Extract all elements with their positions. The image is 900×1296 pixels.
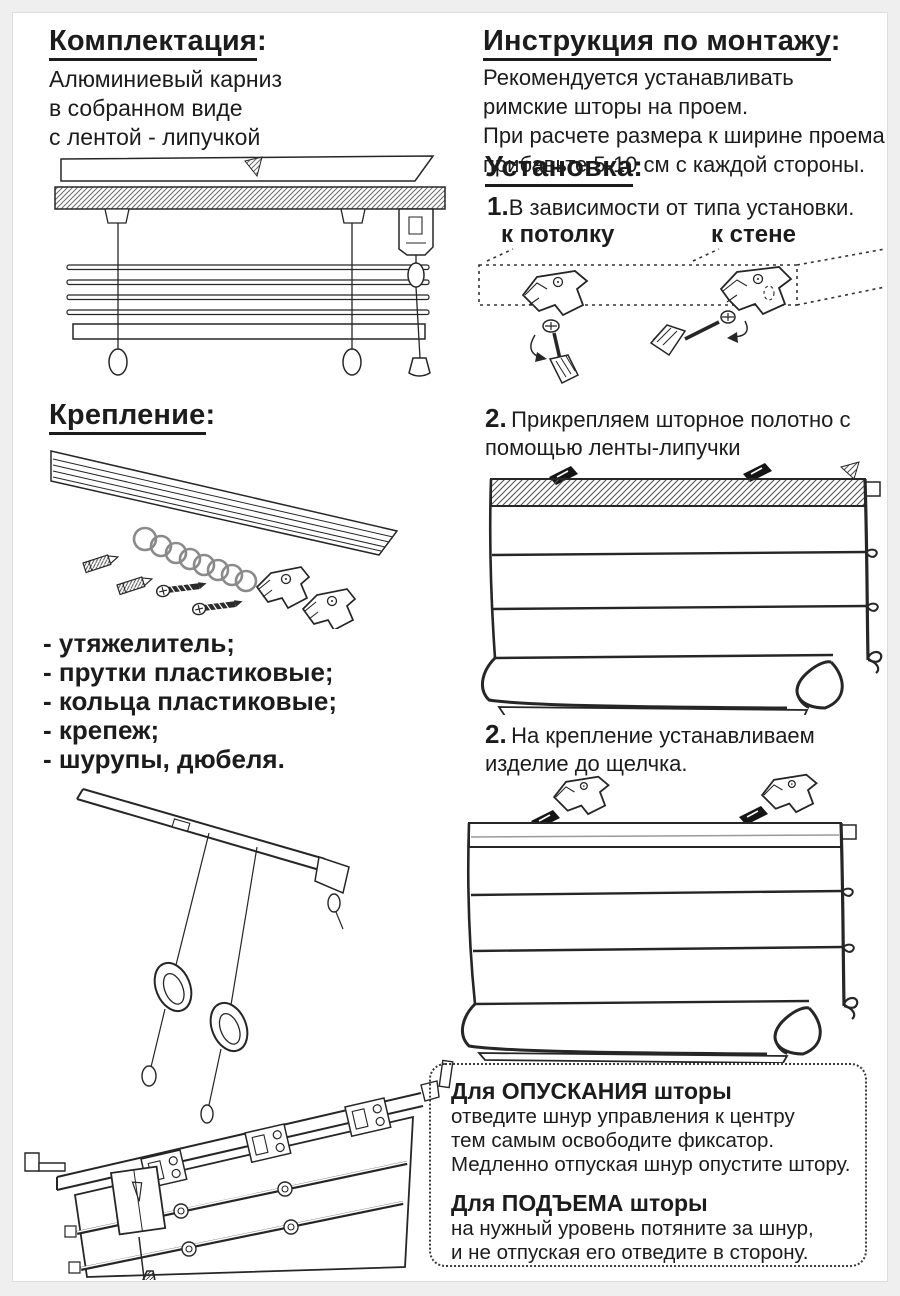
part-item: - прутки пластиковые;	[43, 657, 334, 687]
seam-icon	[493, 606, 867, 609]
cord-icon	[231, 847, 257, 1005]
note-lower-title: Для ОПУСКАНИЯ шторы	[451, 1078, 732, 1104]
note-line: Медленно отпуская шнур опустите штору.	[451, 1153, 851, 1176]
bracket-icon	[554, 777, 608, 814]
manual-text-line: римские шторы на проем.	[483, 94, 749, 119]
screwdriver-icon	[554, 333, 560, 359]
part-item: - шурупы, дюбеля.	[43, 744, 285, 774]
blind-velcro-drawing	[475, 461, 895, 715]
step-1: 1.В зависимости от типа установки.	[487, 191, 854, 222]
kit-description: Алюминиевый карниз в собранном виде с ле…	[49, 65, 282, 152]
mounting-kit-drawing	[43, 443, 463, 629]
seam-icon	[473, 947, 843, 951]
step-text: В зависимости от типа установки.	[508, 195, 855, 220]
rings-icon	[134, 528, 256, 591]
kit-description-line: в собранном виде	[49, 95, 243, 121]
cord-hook-icon	[842, 889, 853, 896]
lock-unit-icon	[245, 1124, 291, 1162]
kit-heading: Комплектация:	[49, 25, 267, 61]
cord-hook-icon	[866, 550, 877, 557]
velcro-band-icon	[55, 187, 445, 209]
part-item: - крепеж;	[43, 715, 160, 745]
cord-weight-icon	[109, 349, 127, 375]
dowel-icon	[83, 552, 119, 572]
velcro-band-icon	[491, 479, 865, 506]
cord-lock-icon	[111, 1167, 165, 1235]
seam-icon	[492, 552, 866, 555]
note-line: отведите шнур управления к центру	[451, 1105, 795, 1128]
rod-icon	[67, 295, 429, 300]
setup-heading: Установка:	[485, 151, 643, 187]
cord-bow-icon	[844, 998, 857, 1019]
step-2-mount: 2. На крепление устанавливаем изделие до…	[485, 719, 857, 778]
rod-icon	[67, 265, 429, 270]
fabric-flag-icon	[245, 157, 262, 176]
cord-bow-icon	[868, 652, 881, 673]
dowel-icon	[117, 574, 153, 594]
manual-text-line: Рекомендуется устанавливать	[483, 65, 794, 90]
cord-hook-icon	[843, 945, 854, 952]
cord-lock-icon	[399, 209, 433, 255]
usage-note-box: Для ОПУСКАНИЯ шторы отведите шнур управл…	[429, 1063, 867, 1267]
cord-lock-icon	[315, 857, 349, 893]
blind-mounted-drawing	[449, 773, 900, 1063]
bracket-icon	[762, 775, 816, 812]
kit-description-line: Алюминиевый карниз	[49, 66, 282, 92]
kit-description-line: с лентой - липучкой	[49, 124, 261, 150]
screw-icon	[155, 582, 207, 599]
cord-bead-icon	[408, 263, 424, 287]
bracket-icon	[303, 589, 355, 629]
bracket-icon	[257, 567, 309, 608]
label-to-ceiling: к потолку	[501, 221, 615, 248]
step-text: На крепление устанавливаем изделие до ще…	[485, 723, 815, 776]
note-line: на нужный уровень потяните за шнур,	[451, 1217, 814, 1240]
rail-top-icon	[61, 156, 433, 181]
instruction-sheet: Комплектация: Алюминиевый карниз в собра…	[12, 12, 888, 1282]
mounting-plane-icon	[479, 249, 885, 305]
wall-bracket-icon	[651, 267, 791, 355]
rod-icon	[67, 310, 429, 315]
lock-unit-icon	[345, 1098, 391, 1136]
note-line: и не отпуская его отведите в сторону.	[451, 1241, 809, 1264]
note-raise-title: Для ПОДЪЕМА шторы	[451, 1190, 708, 1216]
manual-text-line: При расчете размера к ширине проема	[483, 123, 885, 148]
seam-icon	[471, 891, 842, 895]
step-number: 2.	[485, 403, 507, 433]
step-text: Прикрепляем шторное полотно с помощью ле…	[485, 407, 851, 460]
ceiling-bracket-icon	[523, 271, 587, 383]
step-2-attach: 2. Прикрепляем шторное полотно с помощью…	[485, 403, 900, 462]
cord-weight-icon	[343, 349, 361, 375]
bottom-roll-icon	[462, 1004, 767, 1054]
manual-text-line: прибавьте 5-10 см с каждой стороны.	[483, 152, 866, 177]
step-number: 1.	[487, 191, 509, 221]
part-item: - кольца пластиковые;	[43, 686, 337, 716]
pull-cord-icon	[139, 1237, 147, 1280]
manual-heading: Инструкция по монтажу:	[483, 25, 841, 61]
rail-icon	[77, 789, 325, 871]
fastening-heading: Крепление:	[49, 399, 215, 435]
note-line: тем самым освободите фиксатор.	[451, 1129, 775, 1152]
ring-clip-icon	[174, 1182, 298, 1256]
assembly-drawing	[23, 775, 459, 1280]
install-type-drawing	[471, 247, 895, 401]
ring-icon	[148, 957, 198, 1016]
ring-icon	[204, 997, 254, 1056]
pull-weight-icon	[139, 1271, 155, 1280]
bottom-roll-icon	[482, 658, 787, 708]
parts-list: - утяжелитель; - прутки пластиковые; - к…	[43, 629, 337, 774]
rail-profile-icon	[51, 451, 397, 555]
cornice-drawing	[47, 153, 449, 395]
pull-weight-icon	[409, 358, 430, 376]
part-item: - утяжелитель;	[43, 628, 235, 658]
screwdriver-icon	[685, 322, 719, 339]
label-to-wall: к стене	[711, 221, 796, 248]
manual-text: Рекомендуется устанавливать римские штор…	[483, 63, 885, 179]
step-number: 2.	[485, 719, 507, 749]
cord-icon	[176, 833, 209, 965]
rod-icon	[67, 280, 429, 285]
weight-bar-icon	[73, 324, 425, 339]
screw-icon	[191, 600, 243, 617]
cord-hook-icon	[867, 604, 878, 611]
fabric-flag-icon	[841, 462, 859, 479]
